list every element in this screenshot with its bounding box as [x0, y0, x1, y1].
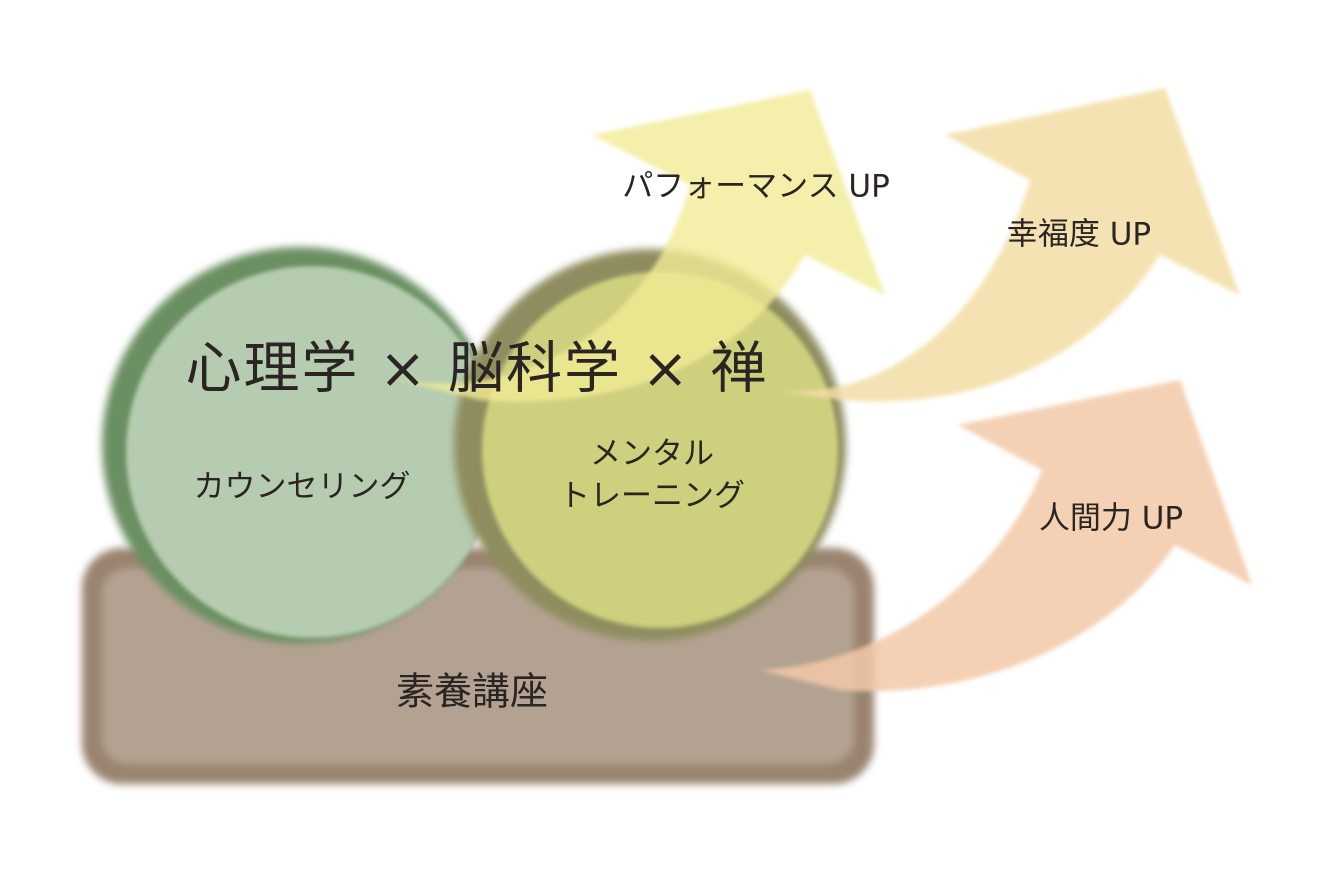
humanity-up-label: 人間力 UP [1038, 500, 1184, 537]
mental-training-line1: メンタル [590, 436, 714, 472]
arrow-happiness [770, 88, 1240, 402]
arrow-performance [390, 90, 885, 402]
circle-counseling [102, 247, 498, 643]
title: 心理学 × 脳科学 × 禅 [185, 336, 769, 402]
performance-up-label: パフォーマンス UP [622, 168, 890, 205]
arrow-humanity [760, 380, 1252, 692]
mental-training-label: メンタル トレーニング [559, 433, 745, 517]
mental-training-line2: トレーニング [559, 478, 745, 514]
happiness-up-label: 幸福度 UP [1006, 216, 1152, 253]
base-label: 素養講座 [395, 669, 549, 714]
counseling-label: カウンセリング [193, 469, 411, 505]
